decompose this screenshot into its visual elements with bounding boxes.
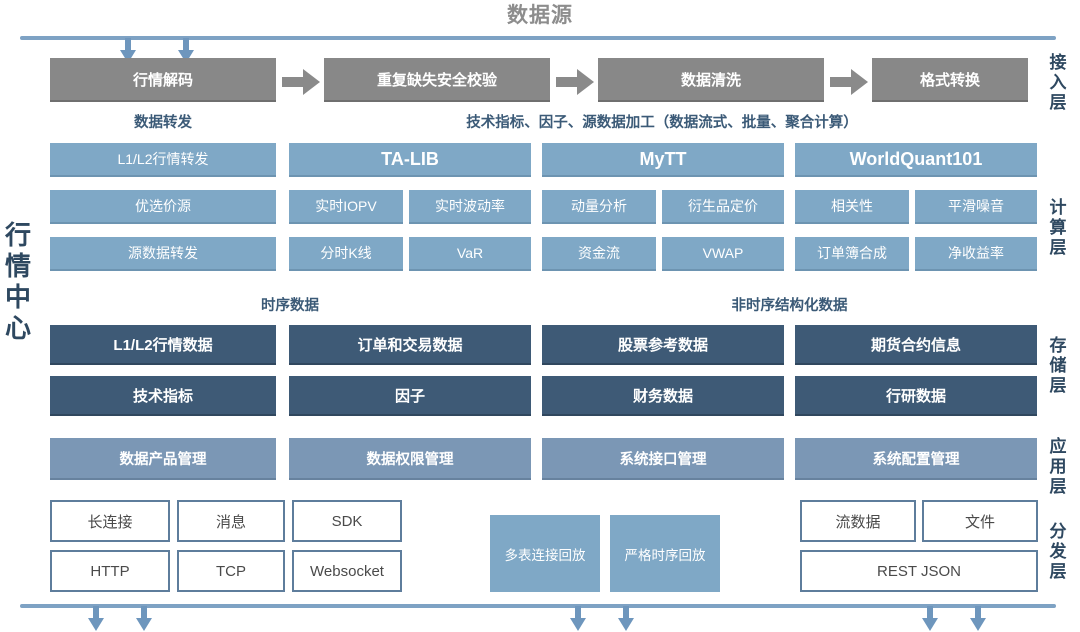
compute-talib-item-1[interactable]: 实时IOPV: [289, 190, 403, 224]
distribution-right-box-1[interactable]: 流数据: [800, 500, 916, 542]
storage-row2-box-3[interactable]: 财务数据: [542, 376, 784, 416]
access-flow-arrow-1: [282, 69, 320, 95]
compute-forward-row-2[interactable]: 优选价源: [50, 190, 276, 224]
distribution-left-box-2[interactable]: 消息: [177, 500, 285, 542]
access-flow-arrow-2: [556, 69, 594, 95]
compute-forward-row-3[interactable]: 源数据转发: [50, 237, 276, 271]
distribution-left-box-1[interactable]: 长连接: [50, 500, 170, 542]
storage-row1-box-4[interactable]: 期货合约信息: [795, 325, 1037, 365]
compute-mytt-item-2[interactable]: 衍生品定价: [662, 190, 784, 224]
compute-mytt-item-4[interactable]: VWAP: [662, 237, 784, 271]
application-box-2[interactable]: 数据权限管理: [289, 438, 531, 480]
access-flow-arrow-3: [830, 69, 868, 95]
outflow-arrow-6: [970, 606, 986, 632]
layer-label-application: 应用层: [1046, 437, 1066, 497]
layer-label-distribution: 分发层: [1046, 522, 1066, 582]
layer-label-compute: 计算层: [1046, 197, 1066, 258]
compute-talib-item-2[interactable]: 实时波动率: [409, 190, 531, 224]
compute-talib-item-4[interactable]: VaR: [409, 237, 531, 271]
compute-mytt-item-1[interactable]: 动量分析: [542, 190, 656, 224]
storage-caption-left: 时序数据: [261, 298, 319, 314]
application-box-4[interactable]: 系统配置管理: [795, 438, 1037, 480]
outflow-arrow-1: [88, 606, 104, 632]
distribution-right-box-2[interactable]: 文件: [922, 500, 1038, 542]
compute-group-header-mytt[interactable]: MyTT: [542, 143, 784, 177]
storage-row2-box-1[interactable]: 技术指标: [50, 376, 276, 416]
compute-talib-item-3[interactable]: 分时K线: [289, 237, 403, 271]
distribution-left-box-3[interactable]: SDK: [292, 500, 402, 542]
compute-forward-row-1[interactable]: L1/L2行情转发: [50, 143, 276, 177]
compute-worldquant-item-4[interactable]: 净收益率: [915, 237, 1037, 271]
compute-group-header-worldquant[interactable]: WorldQuant101: [795, 143, 1037, 177]
outflow-arrow-5: [922, 606, 938, 632]
top-rail-divider: [20, 36, 1056, 40]
outflow-arrow-2: [136, 606, 152, 632]
page-title: 数据源: [507, 4, 573, 27]
distribution-replay-box-2[interactable]: 严格时序回放: [610, 515, 720, 592]
left-vertical-title: 行情中心: [1, 220, 32, 345]
distribution-left-box-5[interactable]: TCP: [177, 550, 285, 592]
bottom-rail-divider: [20, 604, 1056, 608]
access-box-2[interactable]: 重复缺失安全校验: [324, 58, 550, 102]
access-box-4[interactable]: 格式转换: [872, 58, 1028, 102]
compute-group-header-talib[interactable]: TA-LIB: [289, 143, 531, 177]
layer-label-storage: 存储层: [1046, 336, 1066, 396]
compute-mytt-item-3[interactable]: 资金流: [542, 237, 656, 271]
access-box-1[interactable]: 行情解码: [50, 58, 276, 102]
storage-caption-right: 非时序结构化数据: [731, 298, 848, 314]
application-box-1[interactable]: 数据产品管理: [50, 438, 276, 480]
compute-worldquant-item-1[interactable]: 相关性: [795, 190, 909, 224]
distribution-right-box-3[interactable]: REST JSON: [800, 550, 1038, 592]
compute-caption-left: 数据转发: [134, 115, 192, 131]
storage-row2-box-2[interactable]: 因子: [289, 376, 531, 416]
access-box-3[interactable]: 数据清洗: [598, 58, 824, 102]
distribution-left-box-4[interactable]: HTTP: [50, 550, 170, 592]
distribution-left-box-6[interactable]: Websocket: [292, 550, 402, 592]
compute-caption-right: 技术指标、因子、源数据加工（数据流式、批量、聚合计算）: [466, 115, 858, 131]
storage-row1-box-1[interactable]: L1/L2行情数据: [50, 325, 276, 365]
storage-row1-box-3[interactable]: 股票参考数据: [542, 325, 784, 365]
compute-worldquant-item-2[interactable]: 平滑噪音: [915, 190, 1037, 224]
compute-worldquant-item-3[interactable]: 订单簿合成: [795, 237, 909, 271]
distribution-replay-box-1[interactable]: 多表连接回放: [490, 515, 600, 592]
application-box-3[interactable]: 系统接口管理: [542, 438, 784, 480]
outflow-arrow-4: [618, 606, 634, 632]
storage-row2-box-4[interactable]: 行研数据: [795, 376, 1037, 416]
outflow-arrow-3: [570, 606, 586, 632]
layer-label-access: 接入层: [1046, 53, 1066, 113]
storage-row1-box-2[interactable]: 订单和交易数据: [289, 325, 531, 365]
